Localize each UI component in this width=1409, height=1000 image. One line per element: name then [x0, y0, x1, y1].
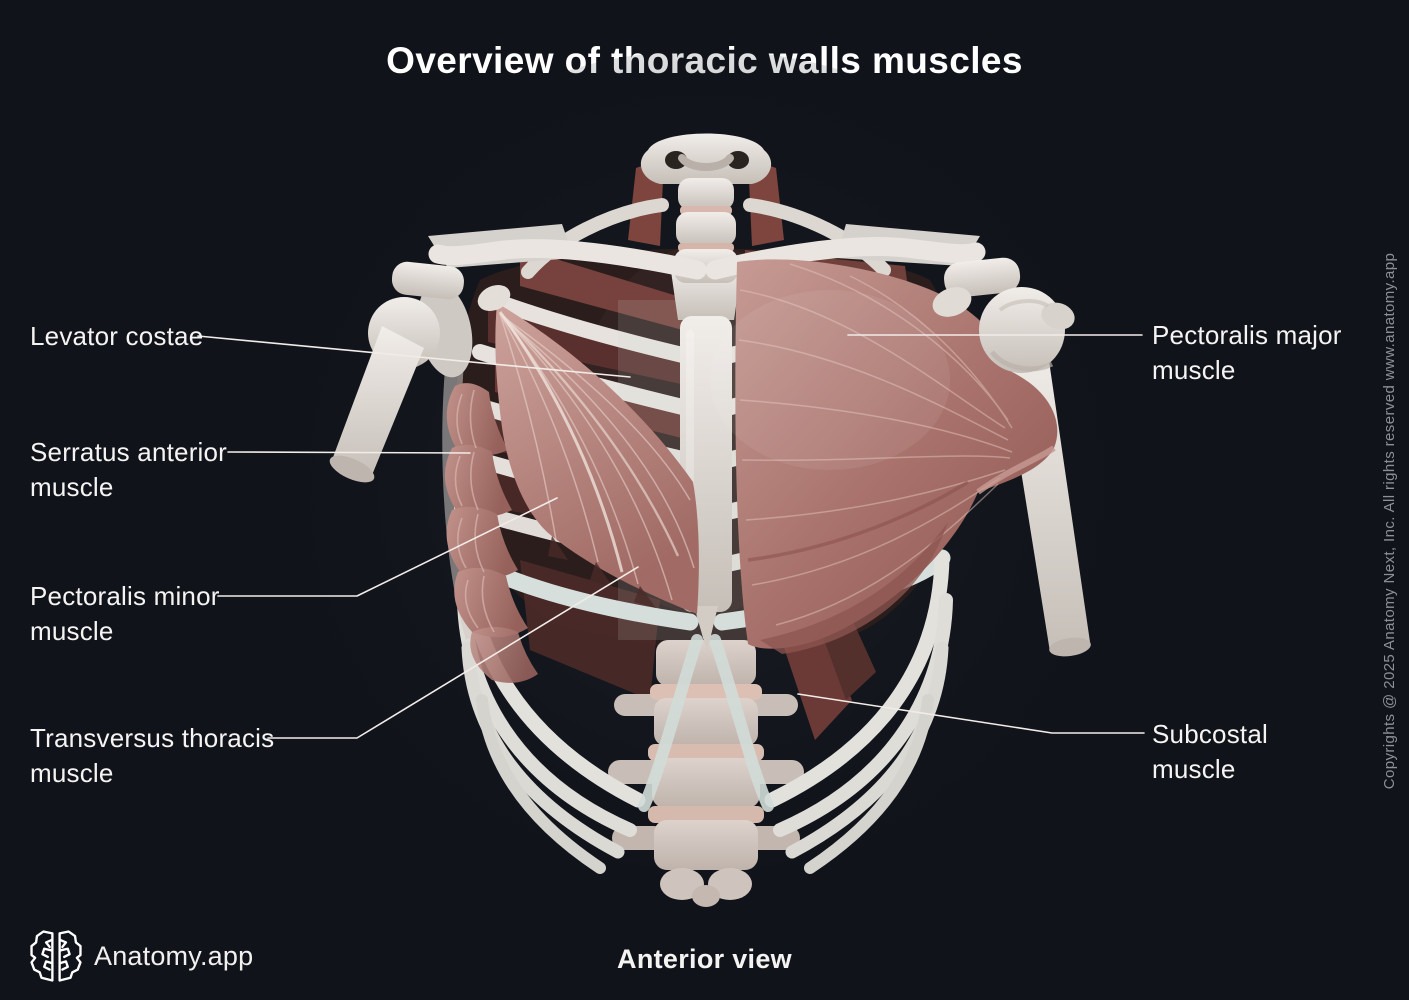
label-pectoralis-minor: Pectoralis minor muscle [30, 579, 220, 649]
label-line: muscle [30, 616, 114, 646]
label-line: muscle [30, 758, 114, 788]
label-line: Pectoralis minor [30, 581, 220, 611]
leader-transversus-thoracis [267, 566, 639, 739]
leader-subcostal [797, 693, 1145, 734]
view-caption: Anterior view [617, 944, 792, 974]
label-line: Pectoralis major [1152, 320, 1342, 350]
coracoid-process [477, 285, 511, 311]
label-line: Serratus anterior [30, 437, 228, 467]
label-pectoralis-major: Pectoralis major muscle [1152, 318, 1342, 388]
leader-serratus-anterior [227, 451, 471, 454]
shoulder-left [329, 261, 473, 483]
label-line: Levator costae [30, 321, 204, 351]
shoulder-right [932, 257, 1075, 373]
intercostal-muscle-patch [520, 248, 690, 332]
lumbar-spine [608, 640, 804, 907]
leader-pectoralis-minor [217, 497, 558, 597]
brain-icon [30, 930, 82, 982]
label-levator-costae: Levator costae [30, 319, 203, 354]
brand-name: Anatomy.app [94, 941, 254, 971]
label-line: Subcostal [1152, 719, 1268, 749]
brain-left-hemisphere [30, 930, 54, 982]
clavicle-left [428, 239, 707, 280]
cervical-spine [521, 133, 891, 283]
leader-lines [197, 334, 1145, 739]
label-serratus-anterior: Serratus anterior muscle [30, 435, 227, 505]
brain-right-hemisphere [58, 930, 82, 982]
skeleton-and-muscles [329, 133, 1091, 907]
label-line: Transversus thoracis [30, 723, 275, 753]
label-line: muscle [30, 472, 114, 502]
pectoralis-major-muscle-shape [710, 259, 1058, 654]
label-transversus-thoracis: Transversus thoracis muscle [30, 721, 274, 791]
label-subcostal: Subcostal muscle [1152, 717, 1268, 787]
label-line: muscle [1152, 355, 1236, 385]
copyright-text: Copyrights @ 2025 Anatomy Next, Inc. All… [1381, 252, 1398, 790]
pectoralis-minor-muscle-shape [495, 303, 699, 614]
label-line: muscle [1152, 754, 1236, 784]
serratus-anterior-muscle-shape [444, 383, 538, 683]
leader-levator-costae [197, 335, 631, 378]
